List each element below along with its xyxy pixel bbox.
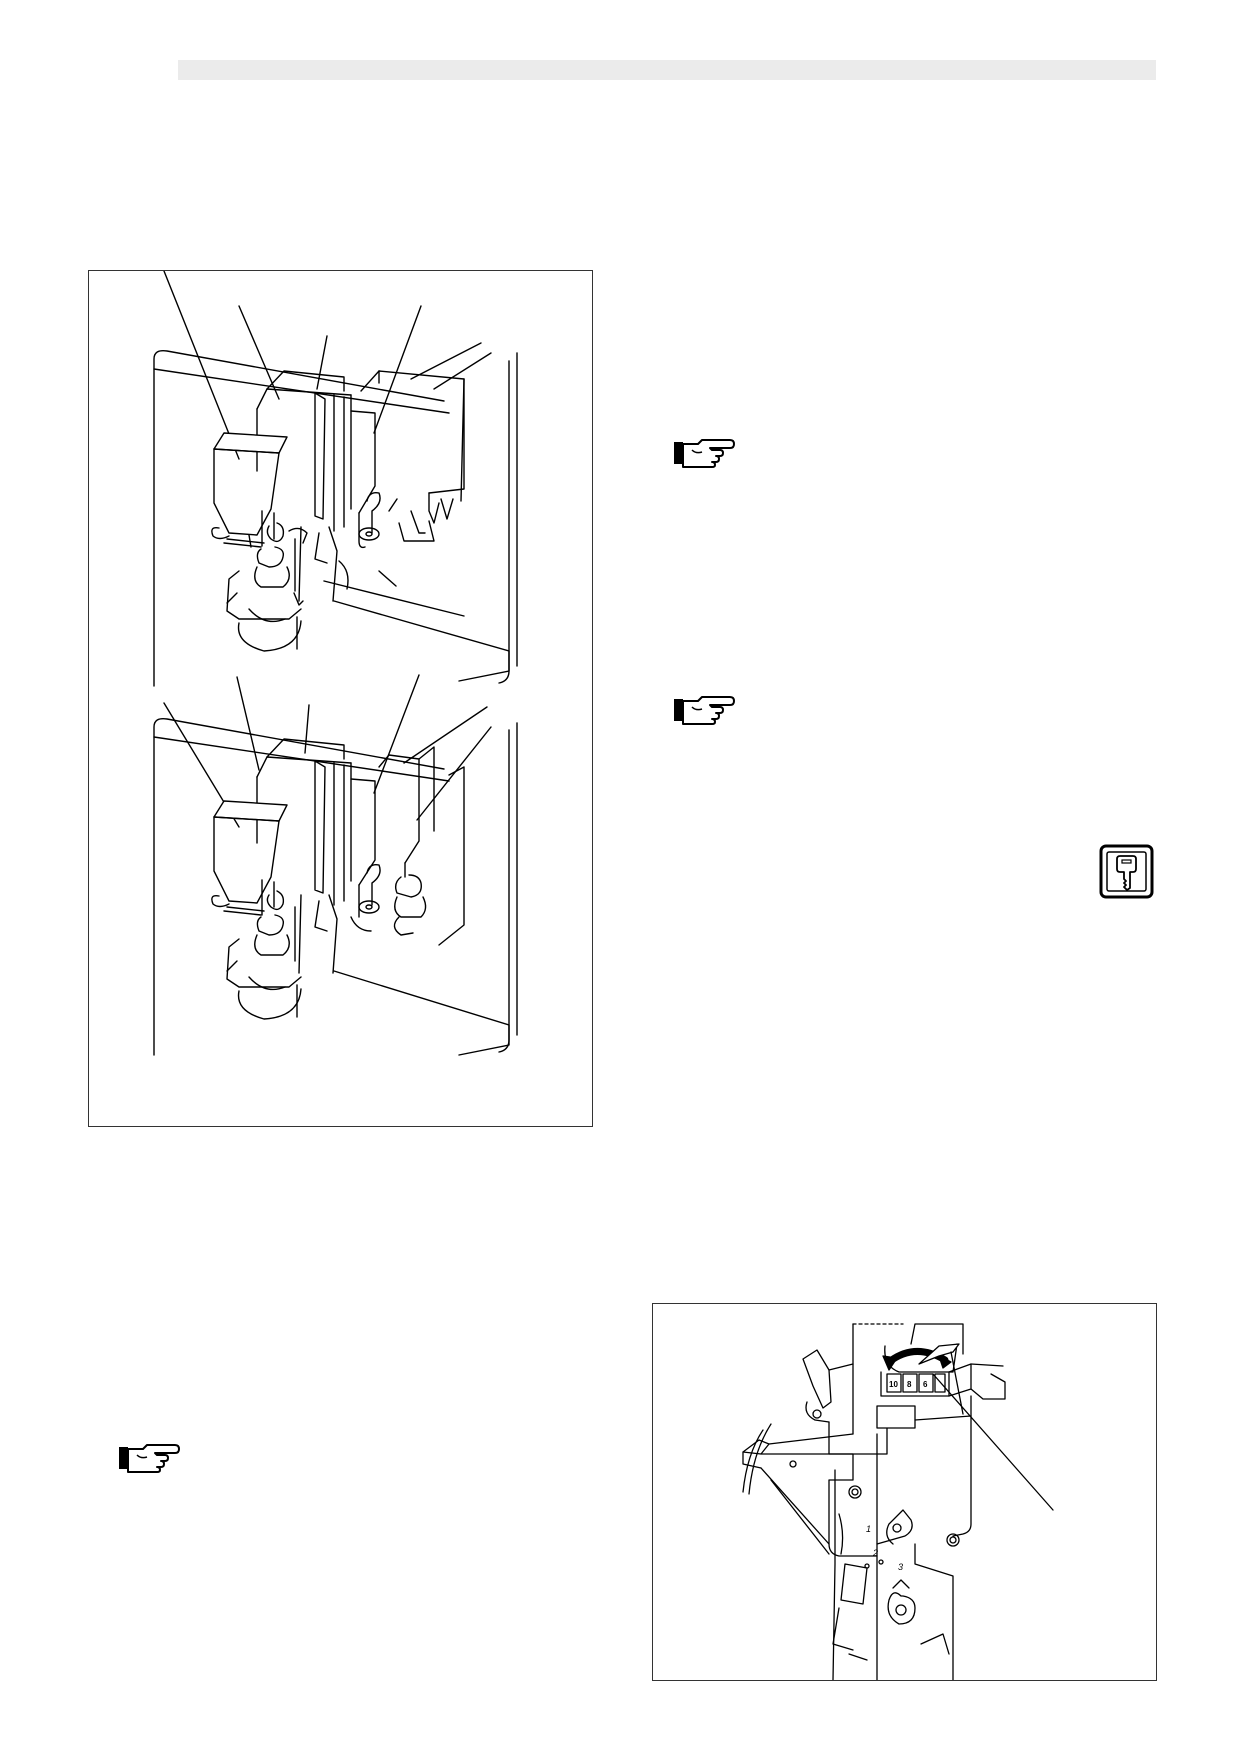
- header-bar: [178, 60, 1156, 80]
- key-access-icon: [1099, 844, 1154, 899]
- canister-view-upper: [153, 271, 518, 687]
- canister-figure: [88, 270, 593, 1127]
- dial-mark-8: 8: [907, 1380, 912, 1389]
- pointing-hand-note-icon: [672, 693, 736, 727]
- dial-mark-6: 6: [923, 1380, 928, 1389]
- pointing-hand-note-icon: [672, 436, 736, 470]
- position-marker-2: 2: [872, 1548, 878, 1558]
- doser-unit-figure: 10 8 6: [652, 1303, 1157, 1681]
- canister-view-lower: [153, 674, 518, 1056]
- position-marker-3: 3: [898, 1562, 903, 1572]
- pointing-hand-note-icon: [117, 1441, 181, 1475]
- dial-mark-10: 10: [889, 1380, 898, 1389]
- position-marker-1: 1: [866, 1524, 871, 1534]
